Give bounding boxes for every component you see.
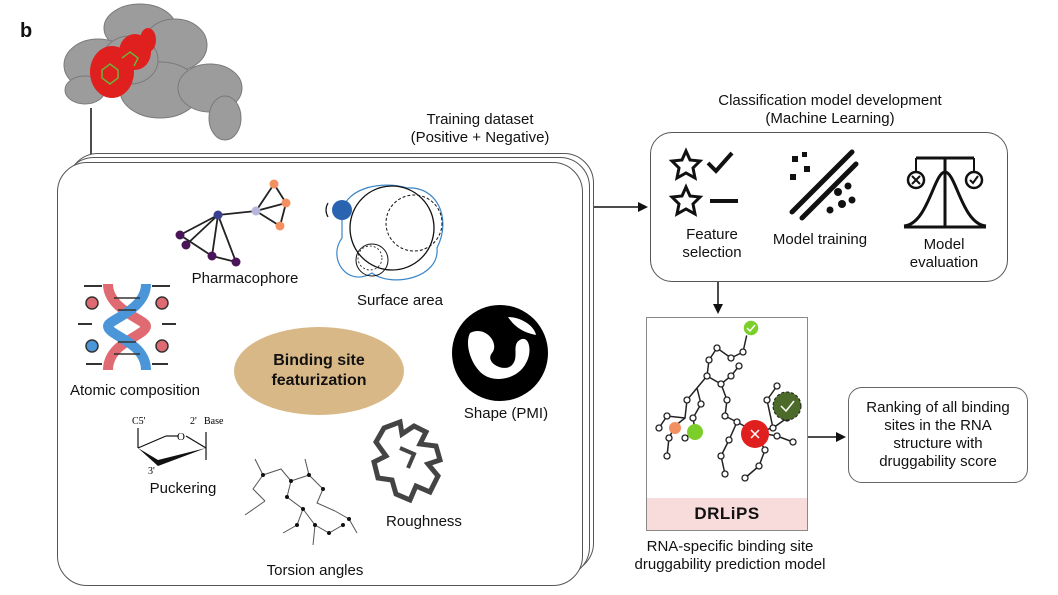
ranking-line1: Ranking of all binding bbox=[866, 399, 1010, 416]
dna-helix-icon bbox=[78, 283, 176, 371]
panel-letter: b bbox=[20, 20, 33, 42]
step-model-evaluation-line2: evaluation bbox=[909, 254, 979, 271]
step-feature-selection-line1: Feature bbox=[686, 226, 738, 243]
label-shape: Shape (PMI) bbox=[463, 405, 549, 422]
step-feature-selection-line2: selection bbox=[682, 244, 742, 261]
roughness-icon bbox=[371, 418, 444, 504]
classification-title-line2: (Machine Learning) bbox=[765, 110, 895, 127]
label-torsion-angles: Torsion angles bbox=[266, 562, 364, 579]
drlips-caption: RNA-specific binding site druggability p… bbox=[620, 538, 840, 574]
ranking-box: Ranking of all binding sites in the RNA … bbox=[848, 387, 1028, 483]
featurization-line1: Binding site bbox=[273, 352, 365, 369]
ranking-line3: structure with bbox=[893, 435, 983, 452]
sugar-label-o: O bbox=[177, 431, 185, 443]
ranking-line2: sites in the RNA bbox=[884, 417, 992, 434]
training-title-line2: (Positive + Negative) bbox=[410, 129, 550, 146]
training-title-line1: Training dataset bbox=[426, 111, 534, 128]
label-roughness: Roughness bbox=[386, 513, 462, 530]
label-pharmacophore: Pharmacophore bbox=[191, 270, 299, 287]
scatter-lines-icon bbox=[789, 149, 859, 221]
molecular-surface-image bbox=[63, 3, 243, 141]
binding-site-featurization-ellipse: Binding site featurization bbox=[234, 327, 404, 415]
classification-title: Classification model development (Machin… bbox=[700, 92, 960, 128]
step-model-training: Model training bbox=[772, 231, 868, 248]
ranking-line4: druggability score bbox=[879, 453, 997, 470]
sugar-label-2prime: 2' bbox=[190, 416, 197, 427]
drlips-caption-line2: druggability prediction model bbox=[634, 556, 826, 573]
balance-curve-icon bbox=[903, 156, 987, 229]
rna-secondary-structure-diagram bbox=[655, 319, 802, 482]
sugar-pucker-diagram: C5' 2' Base O 3' bbox=[132, 416, 224, 477]
drlips-name: DRLiPS bbox=[647, 498, 807, 530]
drlips-caption-line1: RNA-specific binding site bbox=[646, 538, 814, 555]
drlips-card: DRLiPS bbox=[646, 317, 808, 531]
sugar-label-3prime: 3' bbox=[148, 466, 155, 477]
step-feature-selection: Feature selection bbox=[668, 226, 756, 262]
step-model-evaluation: Model evaluation bbox=[896, 236, 992, 272]
step-model-evaluation-line1: Model bbox=[923, 236, 965, 253]
training-title: Training dataset (Positive + Negative) bbox=[380, 111, 580, 147]
classification-title-line1: Classification model development bbox=[718, 92, 942, 109]
pharmacophore-graph bbox=[175, 179, 291, 267]
torsion-skeleton-diagram bbox=[244, 458, 358, 546]
featurization-line2: featurization bbox=[271, 372, 367, 389]
shape-globe-icon bbox=[452, 305, 548, 401]
label-surface-area: Surface area bbox=[357, 292, 443, 309]
sugar-label-base: Base bbox=[204, 416, 224, 427]
label-puckering: Puckering bbox=[149, 480, 217, 497]
surface-area-icon bbox=[325, 184, 444, 281]
sugar-label-c5: C5' bbox=[132, 416, 146, 427]
star-check-icon bbox=[668, 147, 738, 217]
label-atomic-composition: Atomic composition bbox=[69, 382, 201, 399]
